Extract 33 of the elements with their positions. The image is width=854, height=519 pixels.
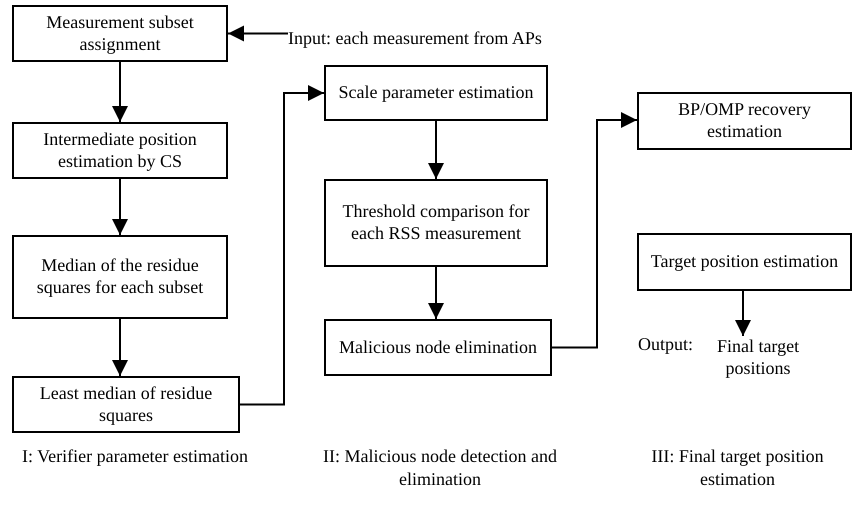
arrow (112, 179, 128, 235)
input-label: Input: each measurement from APs (288, 28, 542, 50)
arrow (552, 112, 637, 348)
arrow (735, 291, 751, 336)
stage-caption: III: Final target position estimation (650, 445, 825, 492)
box-label: Malicious node elimination (339, 336, 537, 358)
box-label: Measurement subset assignment (45, 12, 195, 56)
stage-caption: II: Malicious node detection and elimination (322, 445, 558, 492)
output-text: Final target positions (716, 336, 800, 380)
process-box (12, 122, 228, 179)
box-label: Scale parameter estimation (338, 82, 534, 104)
box-label: Threshold comparison for each RSS measurement (342, 201, 530, 245)
process-box (12, 235, 228, 319)
process-box (324, 319, 552, 376)
process-box (637, 233, 852, 291)
arrow (112, 319, 128, 376)
arrow (428, 267, 444, 319)
arrow (428, 121, 444, 179)
arrow (112, 62, 128, 122)
process-box (12, 376, 240, 433)
stage-caption: I: Verifier parameter estimation (20, 445, 250, 468)
box-label: Least median of residue squares (38, 382, 214, 426)
arrow (240, 85, 324, 406)
process-box (324, 65, 548, 121)
arrow (228, 26, 288, 42)
box-label: Median of the residue squares for each subset (36, 255, 204, 299)
process-box (12, 5, 228, 62)
box-label: Intermediate position estimation by CS (42, 128, 198, 172)
process-box (637, 92, 852, 150)
box-label: BP/OMP recovery estimation (677, 99, 812, 143)
output-label: Output: (638, 334, 694, 356)
box-label: Target position estimation (650, 251, 838, 273)
process-box (324, 179, 548, 267)
